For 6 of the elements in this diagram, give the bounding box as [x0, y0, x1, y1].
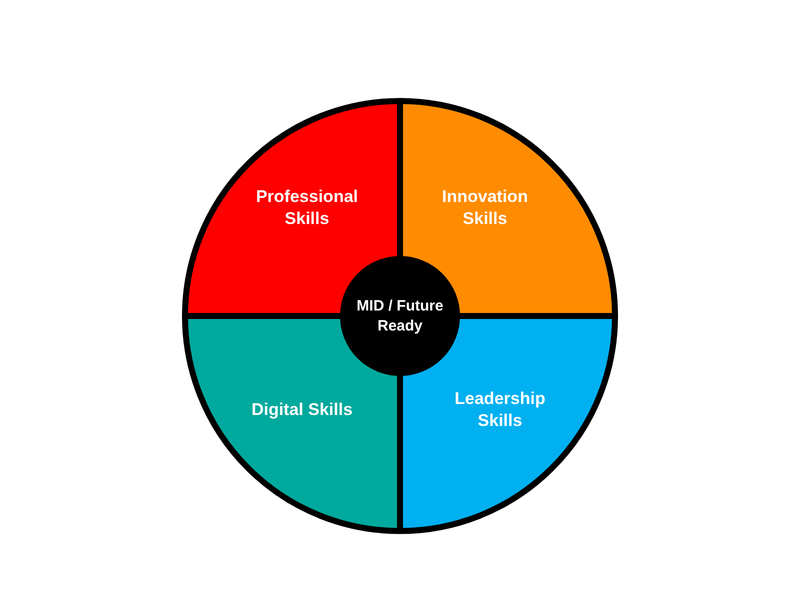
center-circle — [340, 256, 460, 376]
segment-label: MID / Future Ready — [356, 296, 444, 336]
segment-label: Leadership Skills — [454, 388, 546, 432]
segment-label: Professional Skills — [254, 186, 360, 230]
segment-label: Digital Skills — [250, 398, 354, 421]
segment-label: Innovation Skills — [441, 186, 529, 230]
